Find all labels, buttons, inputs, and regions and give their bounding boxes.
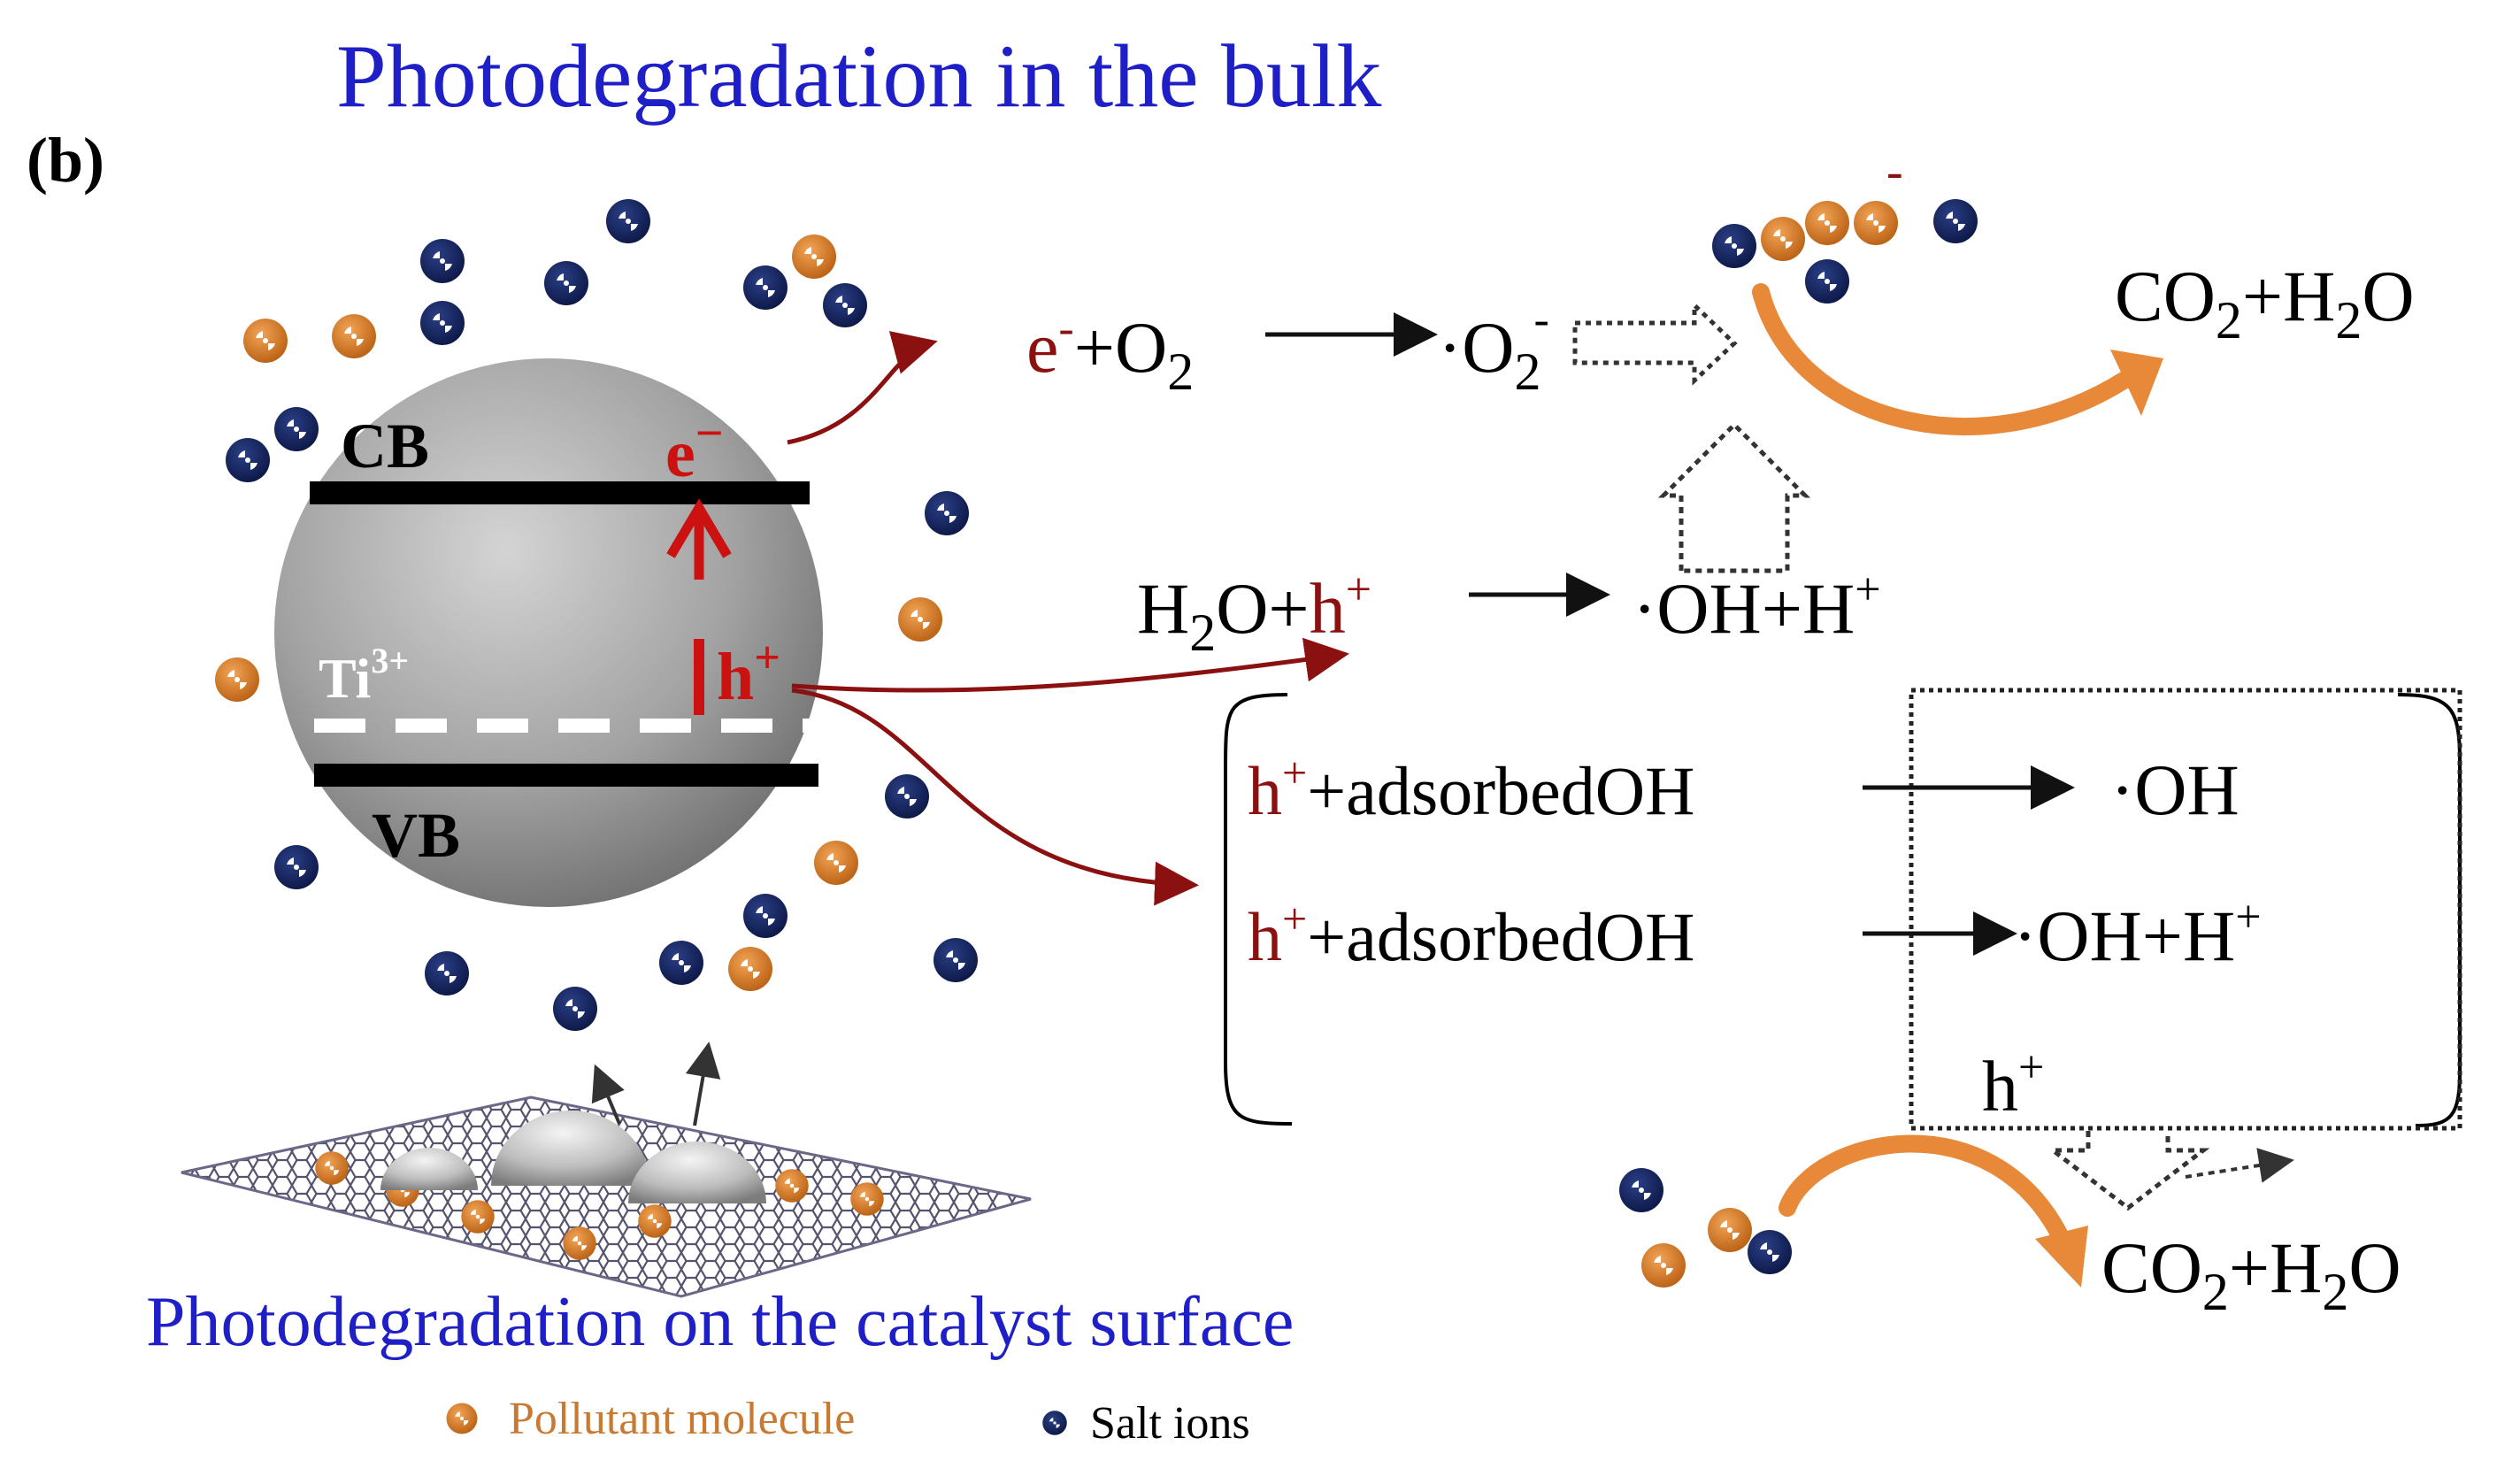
bubble-release-arrow-2	[685, 1042, 721, 1126]
reaction-adsorbed-oh-2: h++adsorbedOH	[1248, 894, 1694, 975]
reaction-electron-oxygen: e-+O2	[1026, 304, 1194, 401]
reaction-bracket	[1224, 693, 1293, 1126]
bottom-cluster-poll-2	[1641, 1243, 1686, 1288]
bottom-degradation-arrow-head	[2035, 1226, 2088, 1288]
graphene-sheet	[181, 1095, 1032, 1298]
top-cluster-salt-2	[1933, 199, 1978, 243]
top-cluster-charge: -	[1886, 144, 1903, 199]
box-dotted-down-arrow	[2046, 1131, 2210, 1211]
reaction4-product: ·OH+H+	[2013, 892, 2262, 976]
box-hole-label: h+	[1982, 1042, 2044, 1126]
electron-label: e−	[665, 406, 724, 491]
top-degradation-arrow	[1752, 283, 2132, 435]
panel-label: (b)	[27, 125, 104, 196]
bottom-product: CO2+H2O	[2101, 1227, 2401, 1321]
bubble-large	[491, 1111, 650, 1186]
hole-label: h+	[717, 633, 780, 714]
top-cluster-poll-1	[1761, 217, 1805, 261]
top-cluster-salt-3	[1805, 259, 1849, 304]
hole-to-adsorbed-arrow	[791, 688, 1199, 906]
defect-label: Ti3+	[319, 641, 409, 710]
hydroxyl-dotted-arrow	[1657, 421, 1811, 573]
top-product: CO2+H2O	[2115, 256, 2415, 350]
hole-to-water-arrow	[791, 637, 1349, 693]
diagram-title: Photodegradation in the bulk	[336, 27, 1381, 127]
bottom-cluster-salt-2	[1748, 1230, 1792, 1274]
bottom-degradation-arrow	[1779, 1134, 2071, 1248]
bubble-small	[380, 1148, 478, 1190]
reaction-adsorbed-oh-1: h++adsorbedOH	[1248, 748, 1694, 829]
top-cluster-salt-1	[1712, 224, 1756, 268]
bubble-release-arrow-1	[591, 1064, 625, 1125]
legend-salt-label: Salt ions	[1090, 1398, 1250, 1449]
reaction-water-hole: H2O+h+	[1137, 565, 1371, 662]
legend-pollutant-icon	[446, 1403, 478, 1434]
excitation-arrow-head	[666, 498, 732, 558]
box-dotted-side-arrow	[2185, 1148, 2294, 1183]
legend-pollutant-label: Pollutant molecule	[509, 1394, 855, 1444]
reaction2-product: ·OH+H+	[1633, 565, 1881, 649]
superoxide-dotted-arrow	[1572, 300, 1738, 386]
superoxide-product: ·O2-	[1438, 295, 1549, 401]
reaction3-product: ·OH	[2110, 750, 2240, 830]
bubble-medium	[628, 1142, 766, 1203]
surface-reaction-box	[1909, 688, 2462, 1131]
electron-transfer-arrow	[787, 331, 938, 445]
bottom-cluster-poll-1	[1708, 1208, 1752, 1252]
surface-subtitle: Photodegradation on the catalyst surface	[146, 1283, 1294, 1361]
legend-salt-icon	[1042, 1411, 1067, 1435]
top-cluster-poll-2	[1805, 201, 1849, 245]
cb-label: CB	[341, 411, 429, 481]
bottom-cluster-salt-1	[1619, 1168, 1663, 1212]
reaction-bracket-right	[2397, 693, 2462, 1127]
vb-label: VB	[372, 800, 460, 871]
top-cluster-poll-3	[1854, 201, 1898, 245]
top-degradation-arrow-head	[2110, 350, 2163, 416]
